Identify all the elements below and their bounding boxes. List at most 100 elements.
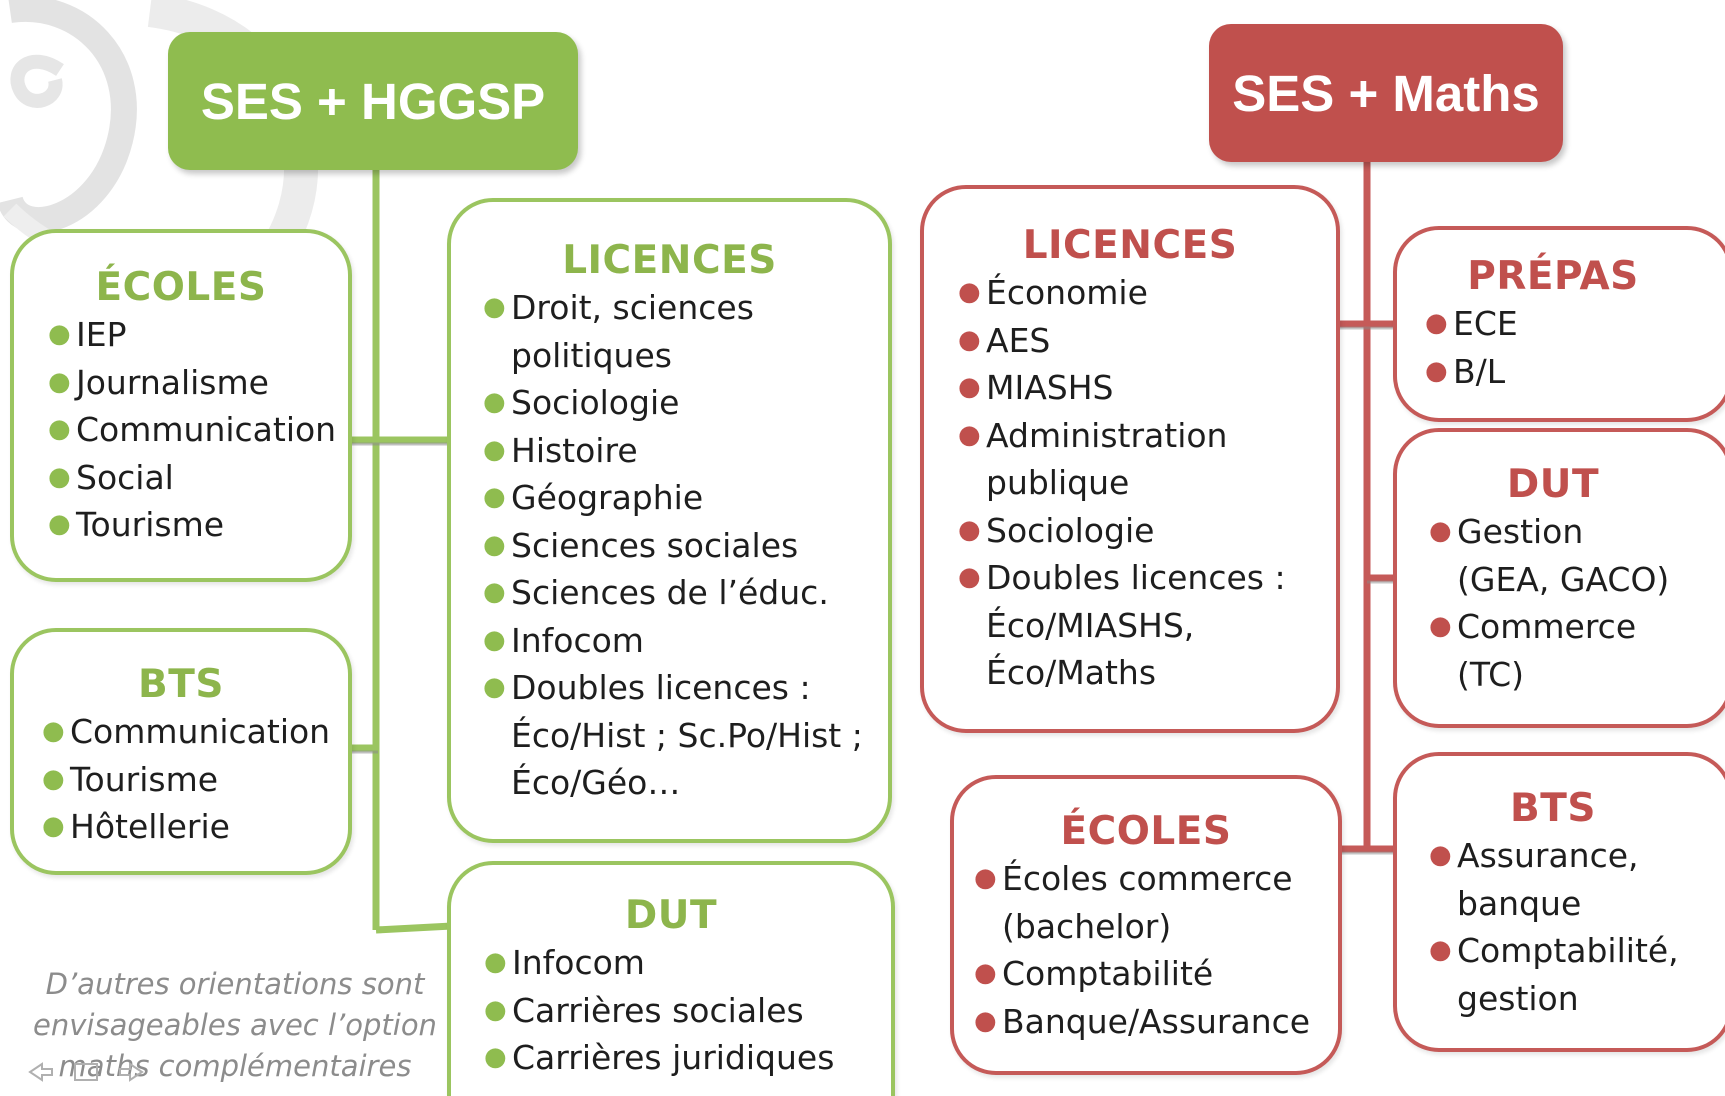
box-title: DUT: [624, 893, 718, 938]
box-title: BTS: [1510, 786, 1596, 831]
list-item: ●Assurance, banque: [1407, 832, 1725, 927]
bullet-dot: ●: [958, 562, 981, 592]
bullet-dot: ●: [483, 529, 506, 560]
box-left-dut: DUT ●Infocom ●Carrières sociales ●Carriè…: [447, 861, 895, 1096]
bullet-dot: ●: [483, 292, 506, 322]
bullet-dot: ●: [48, 366, 71, 397]
bullet-dot: ●: [958, 277, 981, 307]
box-right-ecoles: ÉCOLES ●Écoles commerce (bachelor) ●Comp…: [950, 775, 1342, 1075]
nav-back-icon[interactable]: [26, 1060, 54, 1084]
item-list: ●IEP ●Journalisme ●Communication ●Social…: [26, 311, 348, 549]
bullet-dot: ●: [958, 324, 981, 355]
list-item: ●Géographie: [461, 474, 888, 522]
bullet-dot: ●: [42, 811, 65, 841]
list-item: ●Carrières juridiques: [462, 1034, 891, 1082]
bullet-dot: ●: [484, 947, 507, 977]
bullet-dot: ●: [48, 509, 71, 539]
bullet-dot: ●: [484, 994, 507, 1025]
list-item: ●Sociologie: [461, 379, 888, 427]
list-item: ●B/L: [1403, 348, 1725, 396]
bullet-dot: ●: [1425, 355, 1448, 386]
item-list: ●Assurance, banque ●Comptabilité, gestio…: [1407, 832, 1725, 1022]
bullet-dot: ●: [1429, 935, 1452, 965]
list-item: ●Infocom: [461, 617, 888, 665]
box-title: LICENCES: [562, 238, 777, 283]
bullet-dot: ●: [42, 763, 65, 794]
list-item: ●Écoles commerce (bachelor): [952, 855, 1338, 950]
bullet-dot: ●: [483, 482, 506, 512]
bullet-dot: ●: [48, 319, 71, 349]
list-item: ●Gestion (GEA, GACO): [1407, 508, 1725, 603]
list-item: ●ECE: [1403, 300, 1725, 348]
list-item: ●Droit, sciences politiques: [461, 284, 888, 379]
list-item: ●Tourisme: [20, 756, 348, 804]
item-list: ●Écoles commerce (bachelor) ●Comptabilit…: [952, 855, 1338, 1045]
list-item: ●Banque/Assurance: [952, 998, 1338, 1046]
bullet-dot: ●: [1429, 611, 1452, 641]
list-item: ●Infocom: [462, 939, 891, 987]
list-item: ●Sociologie: [936, 507, 1336, 555]
box-title: PRÉPAS: [1467, 254, 1639, 299]
header-ses-maths: SES + Maths: [1209, 24, 1563, 162]
bullet-dot: ●: [958, 372, 981, 402]
bullet-dot: ●: [483, 577, 506, 607]
item-list: ●Économie ●AES ●MIASHS ●Administration p…: [936, 269, 1336, 697]
box-title: ÉCOLES: [95, 265, 267, 310]
item-list: ●Infocom ●Carrières sociales ●Carrières …: [462, 939, 891, 1082]
list-item: ●Comptabilité: [952, 950, 1338, 998]
box-right-dut: DUT ●Gestion (GEA, GACO) ●Commerce (TC): [1393, 428, 1725, 728]
list-item: ●Histoire: [461, 427, 888, 475]
list-item: ●Communication: [20, 708, 348, 756]
bullet-dot: ●: [974, 863, 997, 893]
item-list: ●Gestion (GEA, GACO) ●Commerce (TC): [1407, 508, 1725, 698]
list-item: ●Journalisme: [26, 359, 348, 407]
list-item: ●Social: [26, 454, 348, 502]
list-item: ●MIASHS: [936, 364, 1336, 412]
box-title: LICENCES: [1022, 223, 1238, 268]
list-item: ●Communication: [26, 406, 348, 454]
list-item: ●Sciences sociales: [461, 522, 888, 570]
bullet-dot: ●: [1429, 840, 1452, 870]
item-list: ●Communication ●Tourisme ●Hôtellerie: [20, 708, 348, 851]
bullet-dot: ●: [974, 958, 997, 988]
box-title: DUT: [1506, 462, 1600, 507]
box-title: BTS: [138, 662, 224, 707]
item-list: ●ECE ●B/L: [1403, 300, 1725, 395]
box-right-licences: LICENCES ●Économie ●AES ●MIASHS ●Adminis…: [920, 185, 1340, 733]
bullet-dot: ●: [48, 414, 71, 444]
list-item: ●Hôtellerie: [20, 803, 348, 851]
bullet-dot: ●: [484, 1042, 507, 1072]
box-title: ÉCOLES: [1060, 809, 1232, 854]
bullet-dot: ●: [483, 387, 506, 417]
box-left-ecoles: ÉCOLES ●IEP ●Journalisme ●Communication …: [10, 229, 352, 582]
bullet-dot: ●: [483, 672, 506, 702]
list-item: ●Tourisme: [26, 501, 348, 549]
bullet-dot: ●: [483, 624, 506, 655]
bullet-dot: ●: [1429, 516, 1452, 546]
slide-navigation[interactable]: [26, 1058, 196, 1086]
list-item: ●Doubles licences : Éco/MIASHS, Éco/Math…: [936, 554, 1336, 697]
box-right-bts: BTS ●Assurance, banque ●Comptabilité, ge…: [1393, 752, 1725, 1052]
bullet-dot: ●: [1425, 308, 1448, 338]
list-item: ●Comptabilité, gestion: [1407, 927, 1725, 1022]
item-list: ●Droit, sciences politiques ●Sociologie …: [461, 284, 888, 807]
list-item: ●Sciences de l’éduc.: [461, 569, 888, 617]
list-item: ●Commerce (TC): [1407, 603, 1725, 698]
box-right-prepas: PRÉPAS ●ECE ●B/L: [1393, 226, 1725, 422]
bullet-dot: ●: [974, 1005, 997, 1036]
bullet-dot: ●: [48, 461, 71, 492]
bullet-dot: ●: [42, 716, 65, 746]
header-ses-hggsp: SES + HGGSP: [168, 32, 578, 170]
list-item: ●Administration publique: [936, 412, 1336, 507]
nav-forward-icon[interactable]: [118, 1060, 146, 1084]
box-left-bts: BTS ●Communication ●Tourisme ●Hôtellerie: [10, 628, 352, 875]
bullet-dot: ●: [483, 434, 506, 465]
list-item: ●IEP: [26, 311, 348, 359]
bullet-dot: ●: [958, 419, 981, 450]
list-item: ●Doubles licences : Éco/Hist ; Sc.Po/His…: [461, 664, 888, 807]
box-left-licences: LICENCES ●Droit, sciences politiques ●So…: [447, 198, 892, 843]
list-item: ●Carrières sociales: [462, 987, 891, 1035]
nav-slide-icon[interactable]: [72, 1060, 100, 1084]
list-item: ●Économie: [936, 269, 1336, 317]
